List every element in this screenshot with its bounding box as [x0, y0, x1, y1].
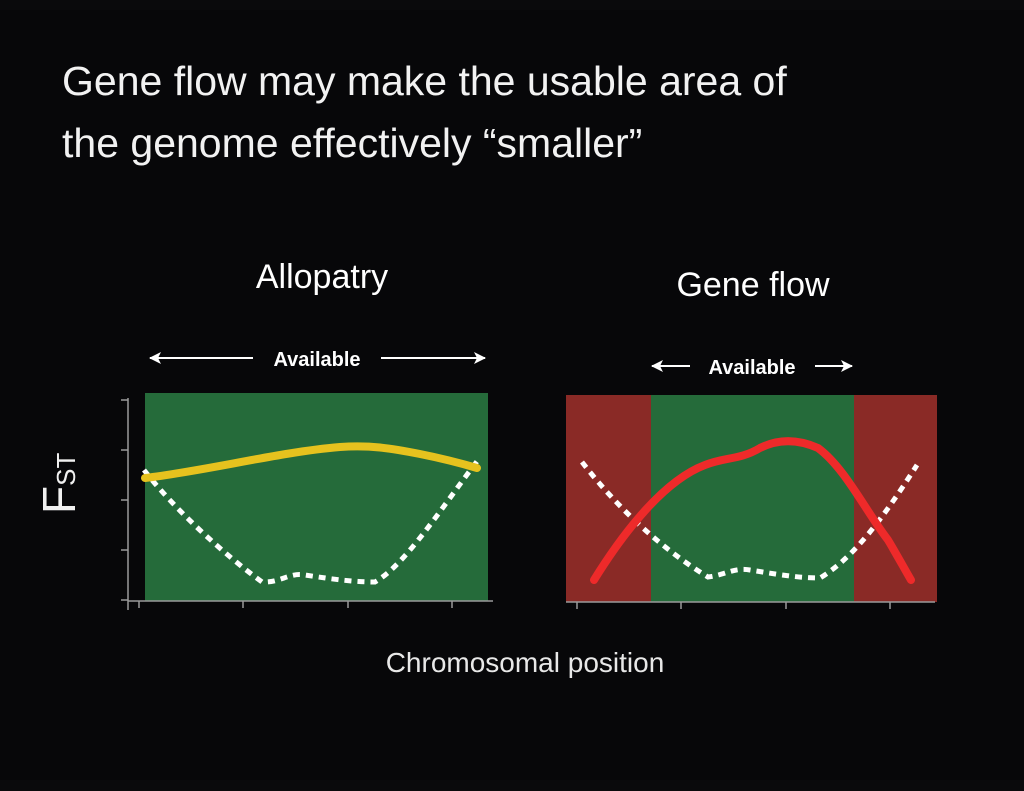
gene-flow-available-label: Available [708, 357, 795, 379]
gene-flow-panel: Available [566, 357, 937, 609]
gene-flow-available-region [651, 395, 854, 602]
allopatry-panel: Available [121, 349, 493, 610]
allopatry-fst-curve [141, 442, 481, 482]
allopatry-available-region [145, 393, 488, 601]
left-y-axis [121, 398, 129, 610]
fst-axis-label-main: F [33, 485, 85, 514]
gene-flow-dotted-curve [580, 460, 920, 581]
allopatry-dotted-curve [142, 458, 480, 585]
left-x-axis [128, 600, 493, 608]
gene-flow-available-arrow: Available [651, 357, 853, 379]
fst-axis-label-subscript: ST [51, 452, 81, 486]
slide-title: Gene flow may make the usable area of th… [62, 58, 787, 166]
allopatry-available-arrow: Available [149, 349, 486, 371]
chromosomal-position-axis-label: Chromosomal position [385, 647, 665, 678]
gene-flow-heading: Gene flow [676, 266, 830, 304]
right-x-axis [566, 601, 935, 609]
allopatry-heading: Allopatry [255, 258, 389, 296]
fst-axis-label: FST [32, 424, 85, 514]
allopatry-available-label: Available [273, 349, 360, 371]
gene-flow-fst-curve [590, 437, 915, 584]
gene-flow-left-unavailable-region [566, 395, 651, 602]
